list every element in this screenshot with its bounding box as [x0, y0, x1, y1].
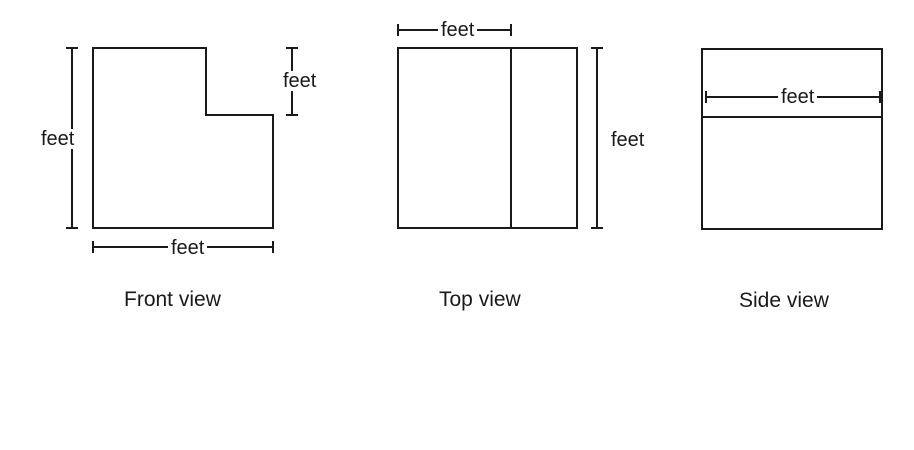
top-half-width-label: feet: [438, 20, 478, 40]
side-width-label: feet: [778, 87, 818, 107]
side-view-outline: [701, 48, 883, 230]
front-view-outline: [92, 47, 274, 229]
front-view-caption: Front view: [124, 288, 221, 311]
top-depth-dimension: [591, 47, 603, 229]
side-view-caption: Side view: [739, 289, 829, 312]
top-view-caption: Top view: [439, 288, 521, 311]
front-step-label: feet: [280, 71, 320, 91]
top-view-outline: [397, 47, 578, 229]
front-height-label: feet: [38, 129, 78, 149]
top-depth-label: feet: [608, 130, 648, 150]
front-width-label: feet: [168, 238, 208, 258]
